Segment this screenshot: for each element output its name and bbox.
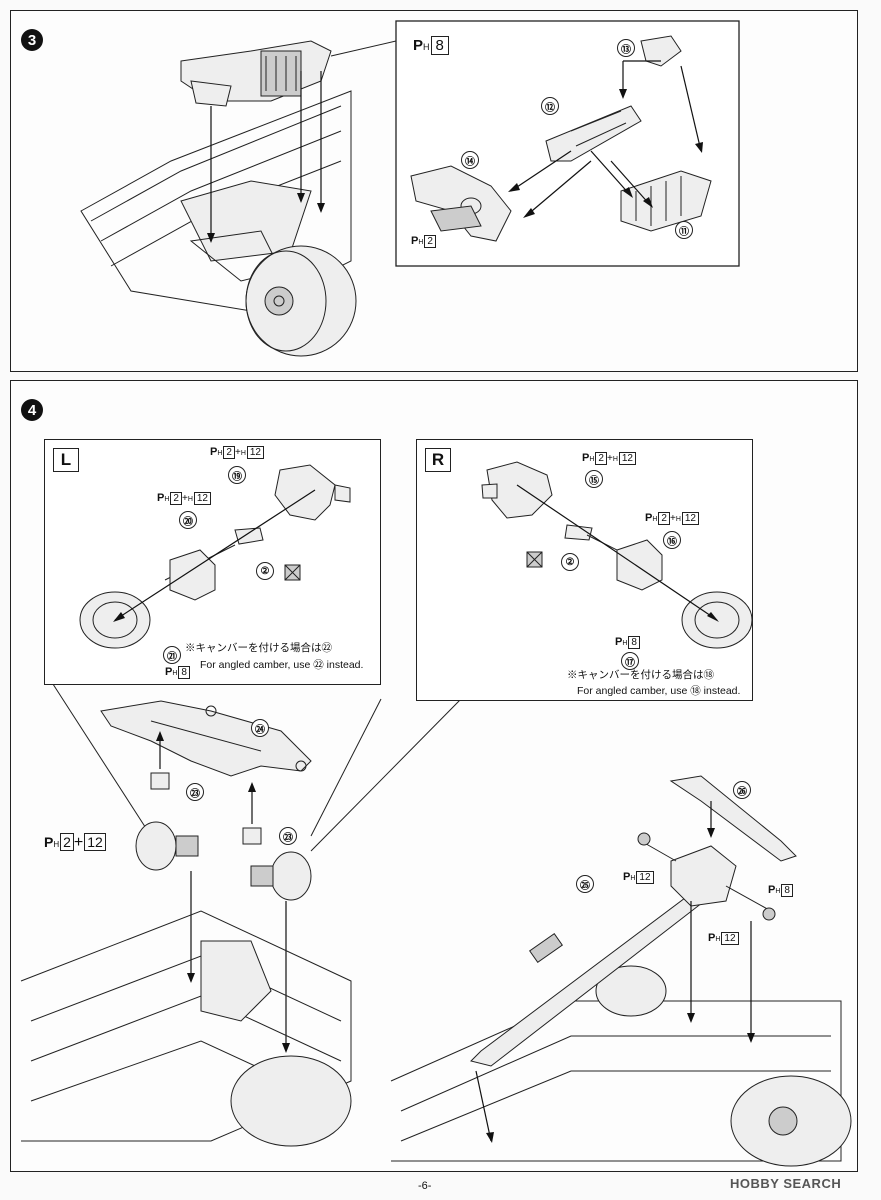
- part-20-callout: ⑳: [179, 511, 197, 529]
- part-11-callout: ⑪: [675, 221, 693, 239]
- part-21-callout: ㉑: [163, 646, 181, 664]
- part-12-callout: ⑫: [541, 97, 559, 115]
- part-13-callout: ⑬: [617, 39, 635, 57]
- part-23a-callout: ㉓: [186, 783, 204, 801]
- part-19-callout: ⑲: [228, 466, 246, 484]
- part-24-callout: ㉔: [251, 719, 269, 737]
- step-number: 3: [21, 29, 43, 51]
- part-26-callout: ㉖: [733, 781, 751, 799]
- step-3-panel: 3: [10, 10, 858, 372]
- watermark: HOBBY SEARCH: [730, 1176, 842, 1191]
- right-tag: R: [425, 448, 451, 472]
- part-17-callout: ⑰: [621, 652, 639, 670]
- step-4-panel: 4: [10, 380, 858, 1172]
- part-15-callout: ⑮: [585, 470, 603, 488]
- part-23b-callout: ㉓: [279, 827, 297, 845]
- step-3-chassis-drawing: [80, 20, 740, 357]
- right-hub-drawing: [481, 461, 752, 649]
- left-hub-drawing: [79, 464, 351, 649]
- camber-note-jp: ※キャンバーを付ける場合は㉒: [185, 642, 332, 654]
- part-25-callout: ㉕: [576, 875, 594, 893]
- part-2-callout-r: ②: [561, 553, 579, 571]
- part-2-callout: ②: [256, 562, 274, 580]
- part-14-callout: ⑭: [461, 151, 479, 169]
- camber-note-en-r: For angled camber, use ⑱ instead.: [577, 685, 741, 697]
- part-16-callout: ⑯: [663, 531, 681, 549]
- step-4-drawing: [20, 680, 852, 1167]
- left-tag: L: [53, 448, 79, 472]
- camber-note-jp-r: ※キャンバーを付ける場合は⑱: [567, 669, 714, 681]
- camber-note-en: For angled camber, use ㉒ instead.: [200, 659, 364, 671]
- page-number: -6-: [418, 1180, 432, 1192]
- step-number: 4: [21, 399, 43, 421]
